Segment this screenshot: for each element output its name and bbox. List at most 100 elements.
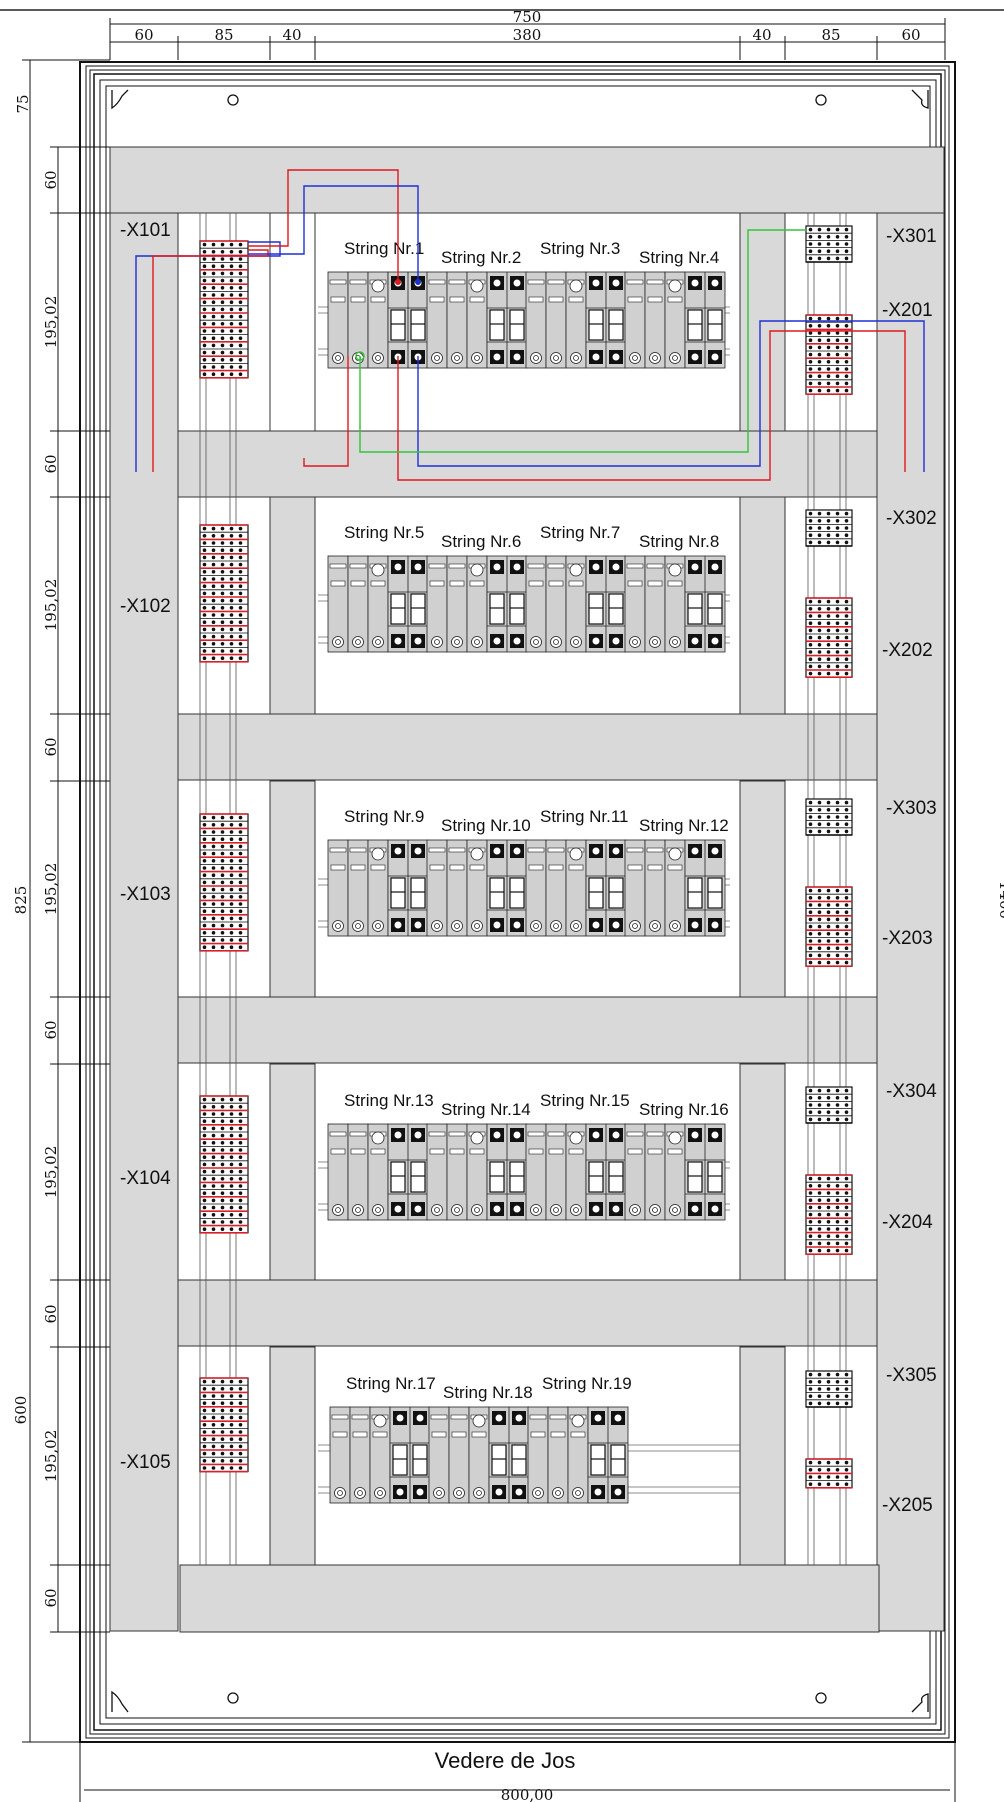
string-label: String Nr.2 <box>441 248 521 267</box>
wire-green-terminal <box>355 351 365 361</box>
dim-left-lower: 600 <box>12 1396 30 1425</box>
corner-marks <box>111 89 929 1713</box>
dim-left-segment: 195,02 <box>42 296 60 349</box>
string-label: String Nr.8 <box>639 532 719 551</box>
string-label: String Nr.3 <box>540 239 620 258</box>
wire-red <box>152 249 269 472</box>
wire-red <box>397 330 906 481</box>
cable-duct-left <box>109 212 179 1632</box>
dim-left-segment: 60 <box>42 1588 60 1607</box>
cable-duct-vertical-inner <box>269 1063 316 1281</box>
dim-left-total: 825 <box>12 886 30 915</box>
string-breaker-group <box>426 271 528 369</box>
dim-left-segment: 195,02 <box>42 579 60 632</box>
cable-duct-vertical-inner <box>739 780 786 998</box>
terminal-label-left: -X101 <box>120 220 171 241</box>
terminal-label-x20: -X202 <box>882 640 933 661</box>
terminal-block-x10 <box>199 524 249 663</box>
wire-blue-terminal <box>415 279 421 285</box>
enclosure-frame <box>79 61 956 1743</box>
terminal-label-x20: -X204 <box>882 1212 933 1233</box>
string-label: String Nr.10 <box>441 816 531 835</box>
cable-duct-vertical-inner <box>269 1346 316 1566</box>
dim-right-height: 1400 <box>996 881 1004 919</box>
terminal-label-x20: -X205 <box>882 1495 933 1516</box>
dim-left-segment: 60 <box>42 737 60 756</box>
top-dimensions <box>109 18 946 60</box>
cable-duct-horizontal <box>177 430 878 498</box>
string-label: String Nr.9 <box>344 807 424 826</box>
terminal-block-x10 <box>199 1377 249 1473</box>
dim-left-segment: 60 <box>42 454 60 473</box>
string-breaker-group <box>525 271 627 369</box>
terminal-label-x20: -X203 <box>882 928 933 949</box>
dim-left-segment: 60 <box>42 1020 60 1039</box>
cable-duct-vertical-inner <box>739 1346 786 1566</box>
string-label: String Nr.15 <box>540 1091 630 1110</box>
terminal-label-left: -X104 <box>120 1168 171 1189</box>
string-breaker-group <box>426 1123 528 1221</box>
string-label: String Nr.7 <box>540 523 620 542</box>
terminal-block-x30 <box>805 1086 853 1124</box>
dim-top-segment: 60 <box>901 26 920 44</box>
cable-duct-bottom <box>179 1564 880 1633</box>
dim-left-segment: 75 <box>14 94 32 113</box>
string-breaker-group <box>624 1123 726 1221</box>
cable-duct-vertical-inner <box>269 780 316 998</box>
dim-bottom-width: 800,00 <box>501 1786 554 1802</box>
terminal-block-x30 <box>805 225 853 263</box>
wire-green <box>359 229 806 453</box>
terminal-label-x20: -X201 <box>882 300 933 321</box>
string-breaker-group <box>525 555 627 653</box>
terminal-block-x20 <box>805 1174 853 1255</box>
dim-top-segment: 40 <box>282 26 301 44</box>
string-label: String Nr.18 <box>443 1383 533 1402</box>
terminal-block-x10 <box>199 240 249 379</box>
dim-left-segment: 60 <box>42 1304 60 1323</box>
dim-top-total: 750 <box>513 8 542 26</box>
string-breaker-group <box>525 839 627 937</box>
cable-duct-top <box>109 146 945 214</box>
terminal-label-left: -X105 <box>120 1452 171 1473</box>
dim-top-segment: 60 <box>134 26 153 44</box>
dim-left-segment: 195,02 <box>42 863 60 916</box>
string-label: String Nr.5 <box>344 523 424 542</box>
dim-left-segment: 60 <box>42 170 60 189</box>
string-label: String Nr.13 <box>344 1091 434 1110</box>
wire-red-terminal <box>395 279 401 285</box>
terminal-label-left: -X102 <box>120 596 171 617</box>
wire-red <box>303 356 349 467</box>
string-label: String Nr.17 <box>346 1374 436 1393</box>
string-breaker-group <box>624 839 726 937</box>
string-breaker-group <box>426 839 528 937</box>
wire-blue <box>417 320 925 472</box>
cable-duct-horizontal <box>177 1279 878 1347</box>
dim-top-segment: 85 <box>821 26 840 44</box>
terminal-block-x10 <box>199 1095 249 1234</box>
dim-left-segment: 195,02 <box>42 1146 60 1199</box>
string-breaker-group <box>624 271 726 369</box>
cable-duct-horizontal <box>177 713 878 781</box>
string-label: String Nr.6 <box>441 532 521 551</box>
string-breaker-group <box>329 1406 431 1504</box>
terminal-block-x20 <box>805 886 853 968</box>
cable-duct-right <box>876 212 945 1632</box>
bottom-caption: Vedere de Jos <box>435 1748 576 1773</box>
cable-duct-horizontal <box>177 996 878 1064</box>
dim-top-segment: 40 <box>752 26 771 44</box>
string-breaker-group <box>327 555 429 653</box>
terminal-block-x20 <box>805 314 853 396</box>
terminal-label-x30: -X301 <box>886 226 937 247</box>
terminal-block-x30 <box>805 509 853 547</box>
cable-duct-vertical-inner <box>269 496 316 715</box>
string-breaker-group <box>428 1406 530 1504</box>
string-label: String Nr.14 <box>441 1100 531 1119</box>
terminal-block-x20 <box>805 597 853 679</box>
string-label: String Nr.4 <box>639 248 719 267</box>
string-breaker-group <box>327 1123 429 1221</box>
string-breaker-group <box>527 1406 629 1504</box>
string-label: String Nr.1 <box>344 239 424 258</box>
cable-duct-outline <box>269 212 316 432</box>
left-dimensions <box>22 59 110 1743</box>
